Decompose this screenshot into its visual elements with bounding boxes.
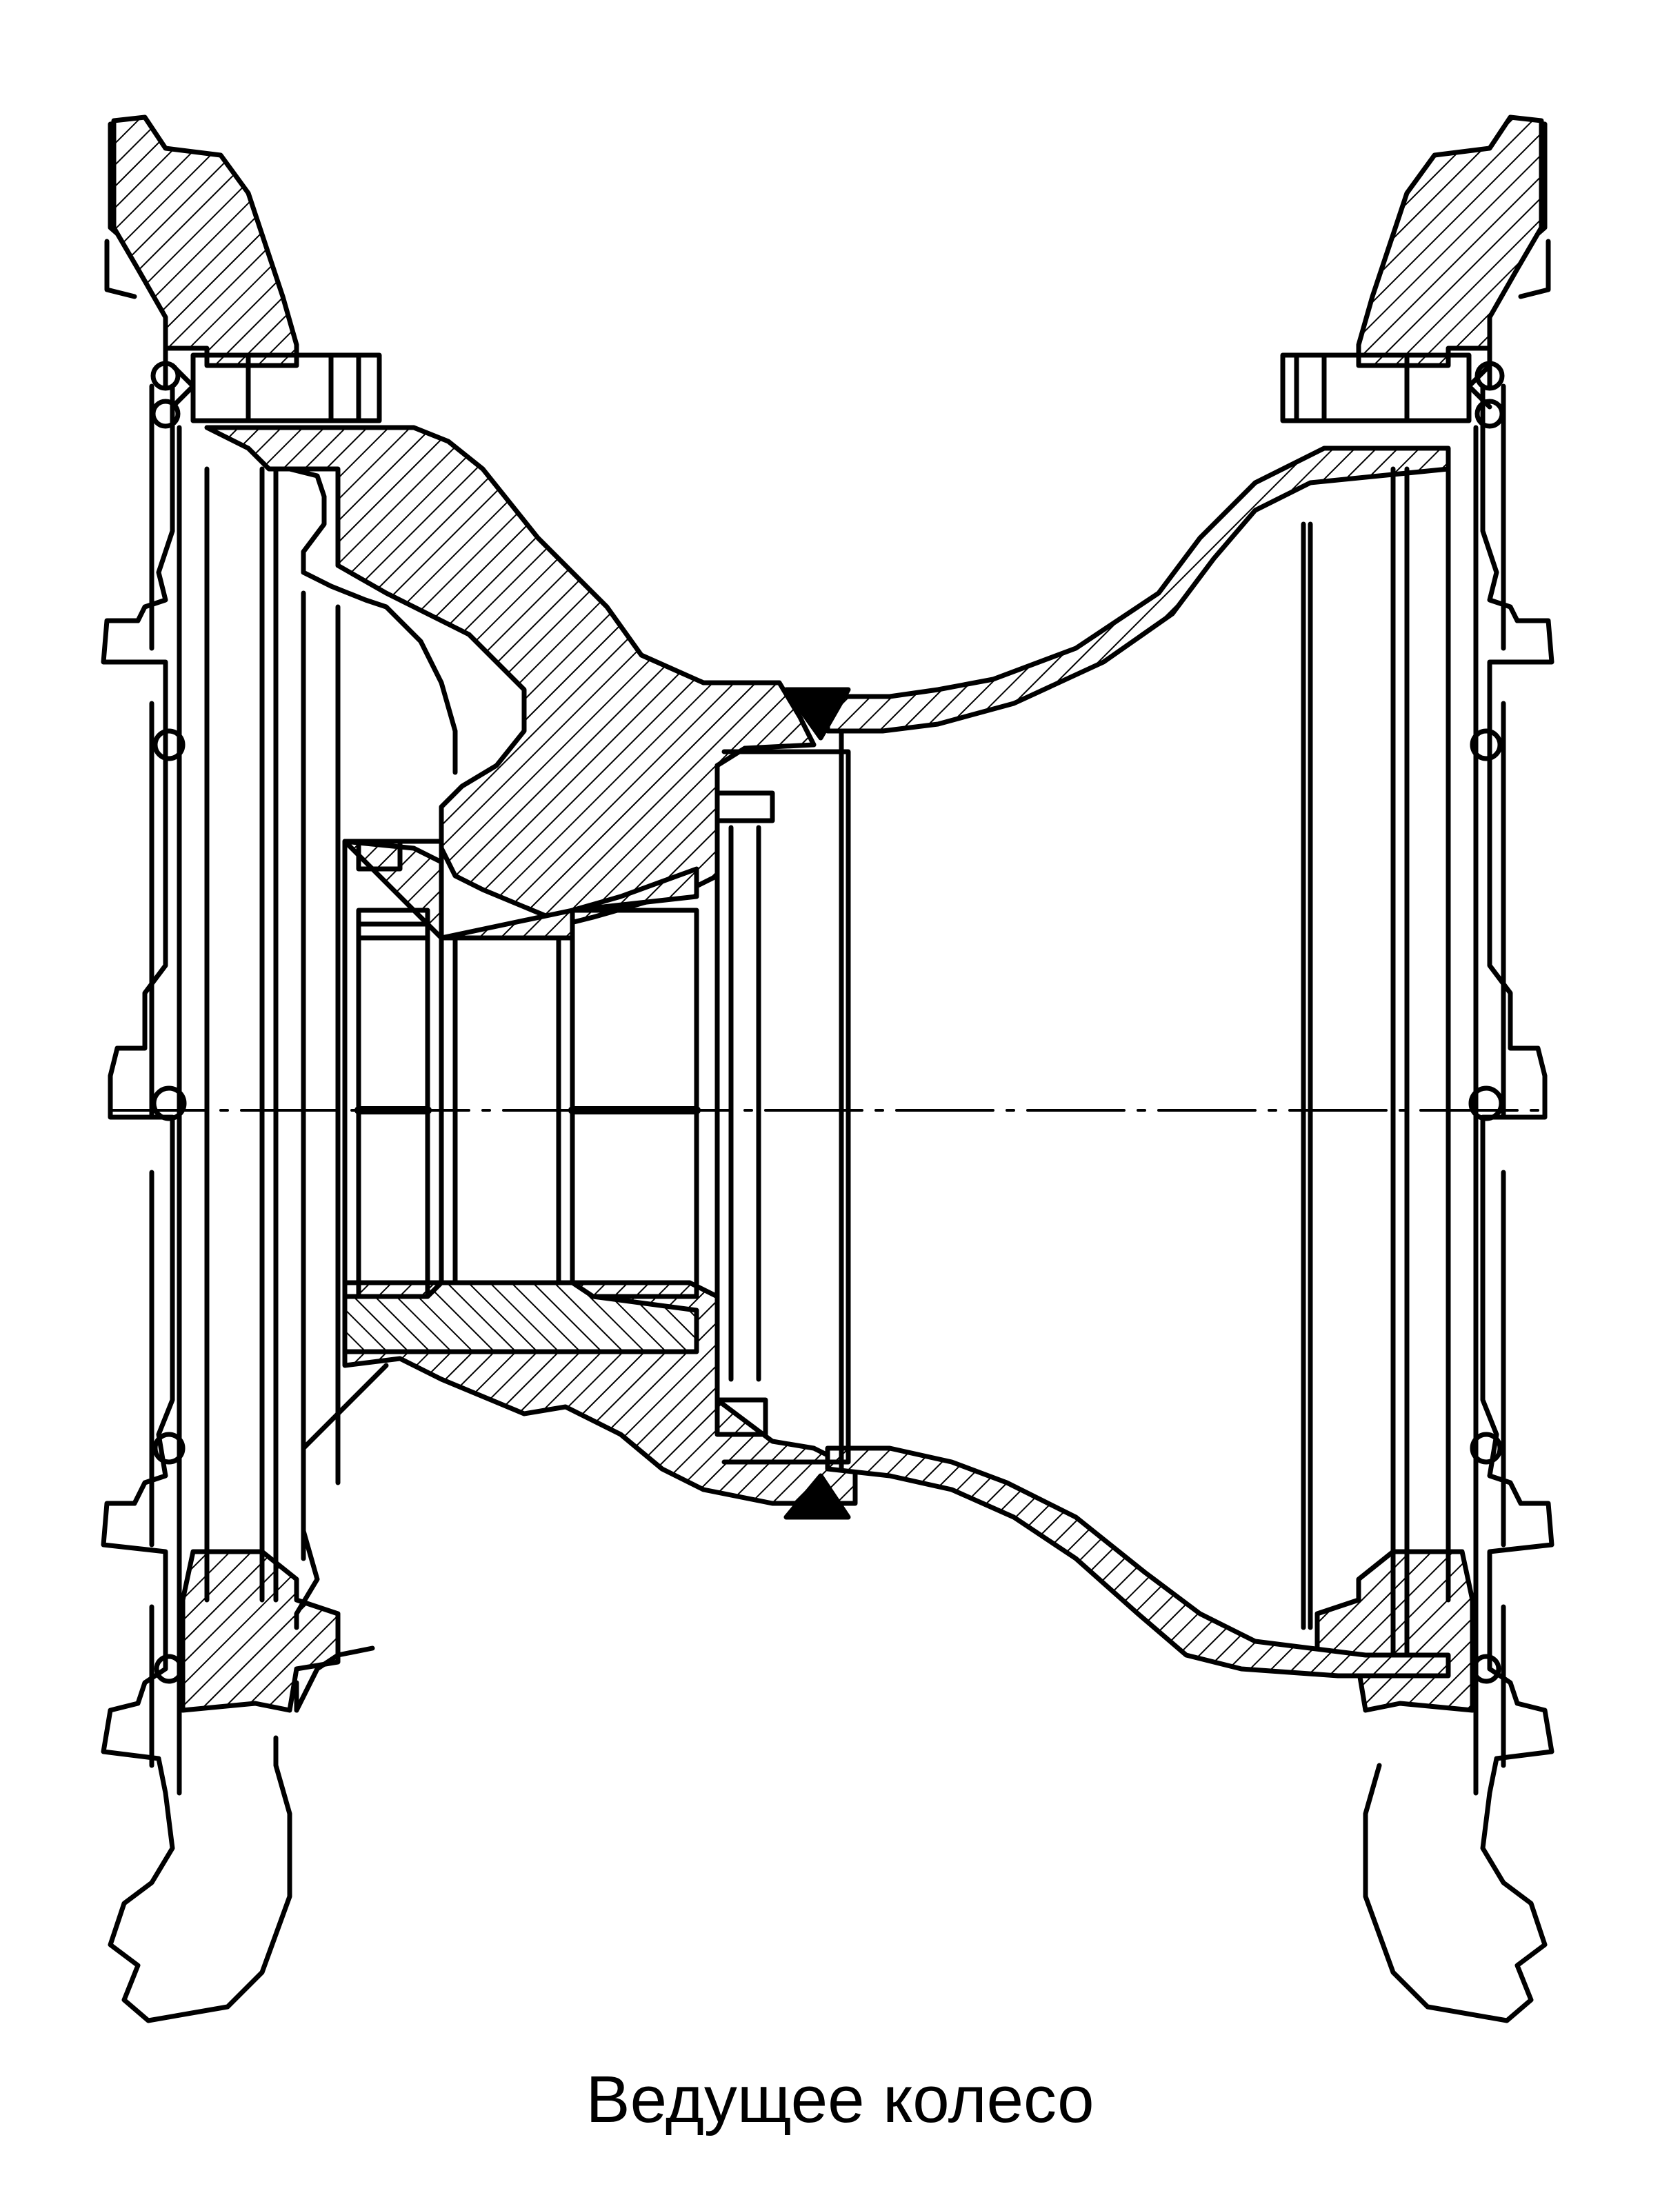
left-wheel-disc-web bbox=[204, 425, 817, 927]
weld-bead-bottom bbox=[783, 1473, 851, 1520]
left-disc-inner-outline bbox=[287, 466, 458, 1713]
right-track-link-inner-profile bbox=[1473, 383, 1506, 1796]
hub-bolt-upper2 bbox=[356, 908, 430, 941]
right-wheel-disc-shell-upper bbox=[825, 445, 1451, 734]
hub-ring-upper bbox=[342, 839, 699, 941]
inner-seal-ring bbox=[728, 825, 761, 1382]
right-top-rim-section bbox=[1356, 114, 1544, 368]
right-wheel-disc-shell-lower bbox=[825, 1445, 1451, 1679]
right-track-pins bbox=[1468, 361, 1505, 1684]
left-top-rim-section bbox=[111, 114, 299, 368]
left-track-link-inner-profile bbox=[149, 383, 182, 1796]
weld-bead-top bbox=[783, 687, 851, 741]
figure-caption: Ведущее колесо bbox=[586, 2063, 1094, 2136]
left-track-pins bbox=[150, 361, 187, 1684]
hub-bolt-right-upper bbox=[714, 790, 775, 823]
hub-ring-lower bbox=[342, 1280, 699, 1354]
hub-bolt-upper bbox=[356, 839, 403, 872]
bearing-right bbox=[570, 908, 699, 1299]
left-bottom-rim-section bbox=[180, 1549, 341, 1713]
hub-bolt-lower bbox=[714, 1397, 768, 1437]
central-bore bbox=[714, 728, 851, 1472]
drive-wheel-cross-section-drawing bbox=[101, 114, 1554, 2023]
